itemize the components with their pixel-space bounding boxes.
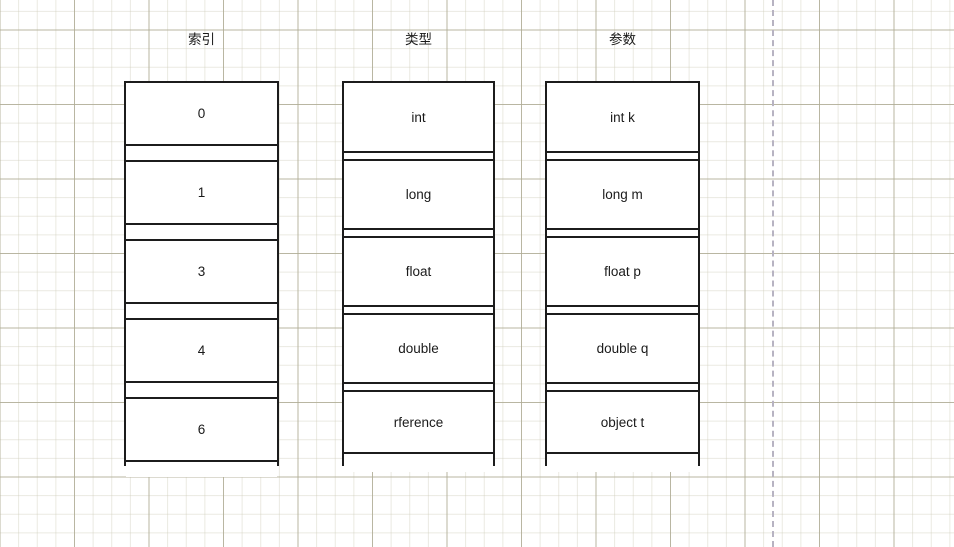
- cell-index-3[interactable]: 3: [126, 241, 277, 304]
- cell-type-rference[interactable]: rference: [344, 392, 493, 454]
- cell-index-1[interactable]: 1: [126, 162, 277, 225]
- cell-index-4[interactable]: 4: [126, 320, 277, 383]
- cell-index-spacer-1[interactable]: [126, 225, 277, 241]
- cell-type-long[interactable]: long: [344, 161, 493, 230]
- cell-index-spacer-2[interactable]: [126, 304, 277, 320]
- cell-index-0[interactable]: 0: [126, 83, 277, 146]
- cell-type-int[interactable]: int: [344, 83, 493, 153]
- cell-type-spacer-0[interactable]: [344, 153, 493, 161]
- cell-type-spacer-1[interactable]: [344, 230, 493, 238]
- stack-param: int k long m float p double q object t: [545, 81, 700, 472]
- cell-type-spacer-4[interactable]: [344, 454, 493, 472]
- cell-param-double-q[interactable]: double q: [547, 315, 698, 384]
- cell-type-spacer-2[interactable]: [344, 307, 493, 315]
- stack-type: int long float double rference: [342, 81, 495, 472]
- column-header-index: 索引: [188, 32, 215, 47]
- column-header-param: 参数: [609, 32, 636, 47]
- cell-param-int-k[interactable]: int k: [547, 83, 698, 153]
- stack-index: 0 1 3 4 6: [124, 81, 279, 477]
- cell-type-double[interactable]: double: [344, 315, 493, 384]
- cell-param-spacer-2[interactable]: [547, 307, 698, 315]
- cell-param-spacer-4[interactable]: [547, 454, 698, 472]
- cell-param-spacer-0[interactable]: [547, 153, 698, 161]
- cell-type-spacer-3[interactable]: [344, 384, 493, 392]
- cell-index-6[interactable]: 6: [126, 399, 277, 462]
- column-header-type: 类型: [405, 32, 432, 47]
- cell-param-spacer-3[interactable]: [547, 384, 698, 392]
- cell-index-spacer-3[interactable]: [126, 383, 277, 399]
- cell-index-spacer-0[interactable]: [126, 146, 277, 162]
- cell-type-float[interactable]: float: [344, 238, 493, 307]
- cell-param-float-p[interactable]: float p: [547, 238, 698, 307]
- cell-param-spacer-1[interactable]: [547, 230, 698, 238]
- page-break-guide: [772, 0, 774, 547]
- cell-param-object-t[interactable]: object t: [547, 392, 698, 454]
- cell-param-long-m[interactable]: long m: [547, 161, 698, 230]
- cell-index-spacer-4[interactable]: [126, 462, 277, 477]
